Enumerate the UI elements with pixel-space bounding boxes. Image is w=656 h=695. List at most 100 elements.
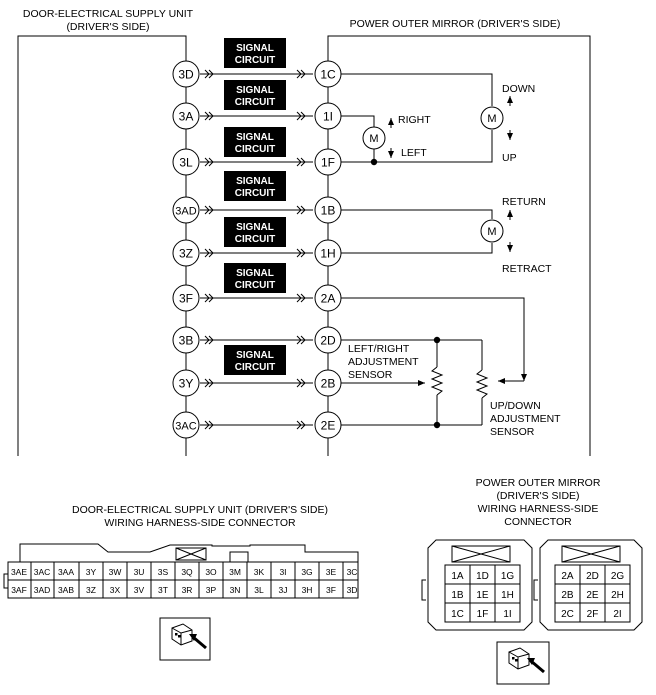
svg-text:3E: 3E <box>326 567 337 577</box>
connector-left-title: DOOR-ELECTRICAL SUPPLY UNIT (DRIVER'S SI… <box>72 504 328 516</box>
svg-text:CIRCUIT: CIRCUIT <box>235 97 276 108</box>
left-pin-label: 3A <box>179 110 194 124</box>
right-pin-label: 2A <box>321 292 336 306</box>
pin-row: 3B 2D <box>172 326 342 354</box>
lr-sensor-resistor <box>430 366 444 396</box>
svg-text:3M: 3M <box>229 567 241 577</box>
connector-right-title: WIRING HARNESS-SIDE <box>478 503 599 515</box>
svg-text:1E: 1E <box>476 590 489 601</box>
right-pin-label: 1H <box>320 247 335 261</box>
left-pin-label: 3F <box>179 292 193 306</box>
connector-view-icon <box>159 617 211 661</box>
svg-text:3V: 3V <box>134 585 145 595</box>
pin-row: 3D 1C <box>172 60 342 88</box>
svg-text:2E: 2E <box>586 590 599 601</box>
svg-text:3N: 3N <box>230 585 241 595</box>
left-pin-terminal <box>172 148 200 176</box>
left-pin-terminal <box>172 369 200 397</box>
svg-text:M: M <box>487 226 496 238</box>
junction-dot <box>370 158 378 166</box>
svg-text:CIRCUIT: CIRCUIT <box>235 362 276 373</box>
svg-text:1B: 1B <box>451 590 464 601</box>
svg-text:SIGNAL: SIGNAL <box>236 222 274 233</box>
pin-rows: 3D 1C 3A 1I 3L 1F 3AD 1B 3Z 1H 3F 2A <box>172 60 342 439</box>
left-pin-terminal <box>172 102 200 130</box>
pin-row: 3AC 2E <box>172 411 342 439</box>
svg-text:3F: 3F <box>326 585 336 595</box>
svg-text:3Y: 3Y <box>86 567 97 577</box>
left-label: LEFT <box>401 147 427 159</box>
down-label: DOWN <box>502 83 535 95</box>
lr-sensor-label: LEFT/RIGHT <box>348 343 410 355</box>
left-unit-subtitle: (DRIVER'S SIDE) <box>66 21 149 33</box>
svg-text:3AF: 3AF <box>11 585 27 595</box>
svg-text:SIGNAL: SIGNAL <box>236 268 274 279</box>
right-pin-label: 2B <box>321 377 336 391</box>
pin-row: 3Y 2B <box>172 369 342 397</box>
pin-row: 3F 2A <box>172 284 342 312</box>
right-pin-label: 1B <box>321 204 336 218</box>
svg-text:1C: 1C <box>451 609 464 620</box>
svg-text:2I: 2I <box>613 609 621 620</box>
ud-sensor-resistor <box>475 369 489 399</box>
connector-right-title: (DRIVER'S SIDE) <box>496 490 579 502</box>
svg-text:3J: 3J <box>279 585 288 595</box>
svg-text:2B: 2B <box>561 590 574 601</box>
svg-text:3W: 3W <box>109 567 122 577</box>
svg-text:2H: 2H <box>611 590 624 601</box>
pin-row: 3A 1I <box>172 102 342 130</box>
connector-left-subtitle: WIRING HARNESS-SIDE CONNECTOR <box>104 517 296 529</box>
svg-text:CIRCUIT: CIRCUIT <box>235 55 276 66</box>
right-unit-title: POWER OUTER MIRROR (DRIVER'S SIDE) <box>350 18 561 30</box>
pin-row: 3AD 1B <box>172 196 342 224</box>
svg-text:1H: 1H <box>501 590 514 601</box>
left-pin-label: 3AC <box>175 421 196 433</box>
svg-text:1A: 1A <box>451 571 464 582</box>
svg-text:3T: 3T <box>158 585 168 595</box>
svg-text:CIRCUIT: CIRCUIT <box>235 280 276 291</box>
svg-text:3AC: 3AC <box>34 567 51 577</box>
svg-text:3AA: 3AA <box>58 567 74 577</box>
left-pin-terminal <box>172 284 200 312</box>
left-pin-terminal <box>172 60 200 88</box>
pin-row: 3L 1F <box>172 148 342 176</box>
right-unit-border <box>327 35 591 456</box>
ud-sensor-label: UP/DOWN <box>490 400 541 412</box>
svg-text:1F: 1F <box>477 609 489 620</box>
svg-text:3H: 3H <box>302 585 313 595</box>
svg-text:3P: 3P <box>206 585 217 595</box>
door-unit-connector: DOOR-ELECTRICAL SUPPLY UNIT (DRIVER'S SI… <box>3 504 359 661</box>
svg-text:SIGNAL: SIGNAL <box>236 85 274 96</box>
return-label: RETURN <box>502 196 546 208</box>
svg-text:3L: 3L <box>254 585 264 595</box>
svg-text:1D: 1D <box>476 571 489 582</box>
svg-text:2D: 2D <box>586 571 599 582</box>
retract-label: RETRACT <box>502 263 552 275</box>
up-label: UP <box>502 152 517 164</box>
left-pin-label: 3Y <box>179 377 194 391</box>
ud-sensor-label: ADJUSTMENT <box>490 413 561 425</box>
connector-left-row1: 3AE 3AC 3AA 3Y 3W 3U 3S 3Q 3O 3M 3K 3I 3… <box>11 567 357 577</box>
svg-text:3Q: 3Q <box>181 567 193 577</box>
mirror-internal-wiring: M DOWN UP M RIGHT LEFT M RETURN RETRACT <box>341 73 561 438</box>
lr-sensor-label: SENSOR <box>348 369 393 381</box>
connector-left-row2: 3AF 3AD 3AB 3Z 3X 3V 3T 3R 3P 3N 3L 3J 3… <box>11 585 357 595</box>
svg-text:3X: 3X <box>110 585 121 595</box>
svg-text:SIGNAL: SIGNAL <box>236 176 274 187</box>
retract-motor-icon <box>480 219 504 243</box>
svg-text:2G: 2G <box>611 571 625 582</box>
svg-text:SIGNAL: SIGNAL <box>236 43 274 54</box>
right-pin-label: 1F <box>321 156 335 170</box>
right-pin-label: 2E <box>321 419 336 433</box>
left-pin-label: 3B <box>179 334 194 348</box>
connector-right-title: POWER OUTER MIRROR <box>476 477 601 489</box>
svg-text:2F: 2F <box>587 609 599 620</box>
left-pin-label: 3L <box>179 156 193 170</box>
left-unit-border <box>17 35 187 456</box>
